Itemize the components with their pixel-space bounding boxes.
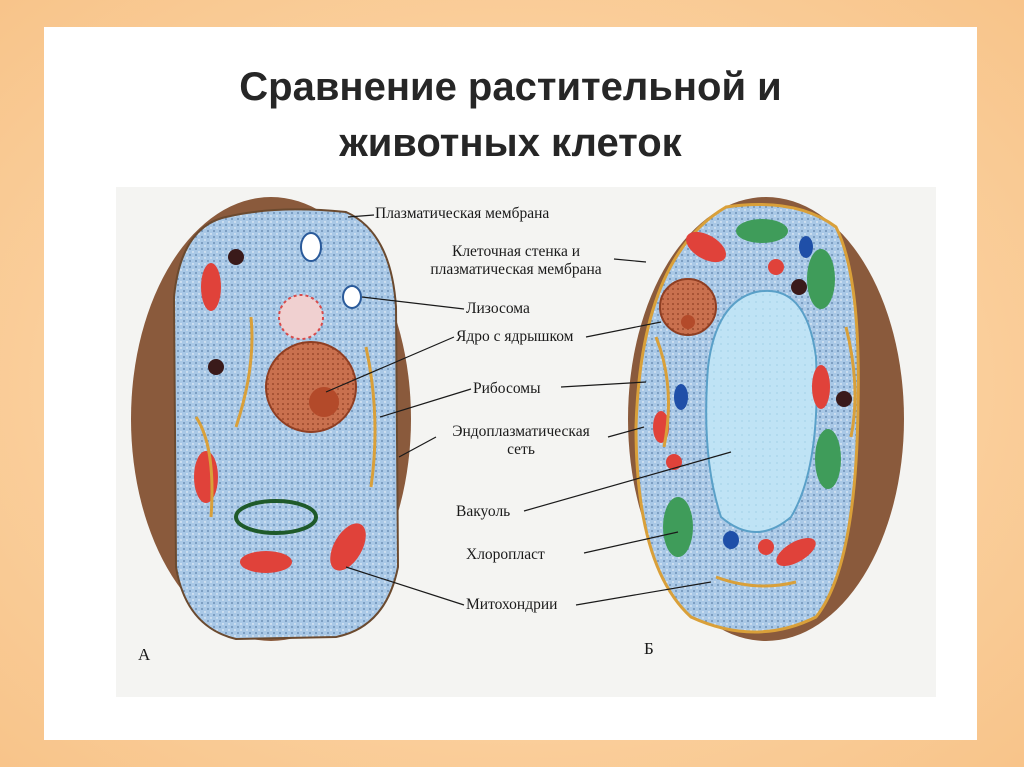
cell-b-vesicle bbox=[723, 531, 739, 549]
chloroplast bbox=[807, 249, 835, 309]
mitochondrion bbox=[201, 263, 221, 311]
cell-b-granule bbox=[791, 279, 807, 295]
cell-b bbox=[628, 197, 904, 641]
label-er: Эндоплазматическая сеть bbox=[431, 423, 611, 459]
cell-a-letter: А bbox=[138, 645, 150, 665]
label-er-line-1: Эндоплазматическая bbox=[431, 423, 611, 441]
cell-a-golgi bbox=[279, 295, 323, 339]
cell-a-nucleolus bbox=[309, 387, 339, 417]
cell-a-vesicle bbox=[301, 233, 321, 261]
label-plasma-membrane: Плазматическая мембрана bbox=[375, 205, 549, 223]
label-cell-wall-line-1: Клеточная стенка и bbox=[416, 243, 616, 261]
label-vacuole: Вакуоль bbox=[456, 503, 510, 521]
title-line-1: Сравнение растительной и bbox=[44, 59, 977, 115]
chloroplast bbox=[815, 429, 841, 489]
label-er-line-2: сеть bbox=[431, 441, 611, 459]
cell-a-granule bbox=[208, 359, 224, 375]
cell-b-vesicle bbox=[674, 384, 688, 410]
mitochondrion bbox=[194, 451, 218, 503]
cell-b-granule bbox=[768, 259, 784, 275]
label-nucleus: Ядро с ядрышком bbox=[456, 328, 573, 346]
chloroplast bbox=[663, 497, 693, 557]
cell-a-nucleus bbox=[266, 342, 356, 432]
label-cell-wall-line-2: плазматическая мембрана bbox=[416, 261, 616, 279]
slide-title: Сравнение растительной и животных клеток bbox=[44, 59, 977, 171]
title-line-2: животных клеток bbox=[44, 115, 977, 171]
mitochondrion bbox=[812, 365, 830, 409]
cell-b-vacuole bbox=[706, 291, 817, 532]
label-chloroplast: Хлоропласт bbox=[466, 546, 545, 564]
mitochondrion bbox=[240, 551, 292, 573]
cell-comparison-figure: Плазматическая мембрана Клеточная стенка… bbox=[116, 187, 936, 697]
label-cell-wall: Клеточная стенка и плазматическая мембра… bbox=[416, 243, 616, 279]
cell-b-vesicle bbox=[799, 236, 813, 258]
cell-b-granule bbox=[666, 454, 682, 470]
label-lysosome: Лизосома bbox=[466, 300, 530, 318]
cell-a-granule bbox=[228, 249, 244, 265]
cell-b-letter: Б bbox=[644, 639, 654, 659]
label-mitochondria: Митохондрии bbox=[466, 596, 557, 614]
label-ribosomes: Рибосомы bbox=[473, 380, 541, 398]
chloroplast bbox=[736, 219, 788, 243]
cell-b-granule bbox=[836, 391, 852, 407]
cell-b-granule bbox=[758, 539, 774, 555]
cell-b-nucleolus bbox=[681, 315, 695, 329]
cell-a-lysosome bbox=[343, 286, 361, 308]
